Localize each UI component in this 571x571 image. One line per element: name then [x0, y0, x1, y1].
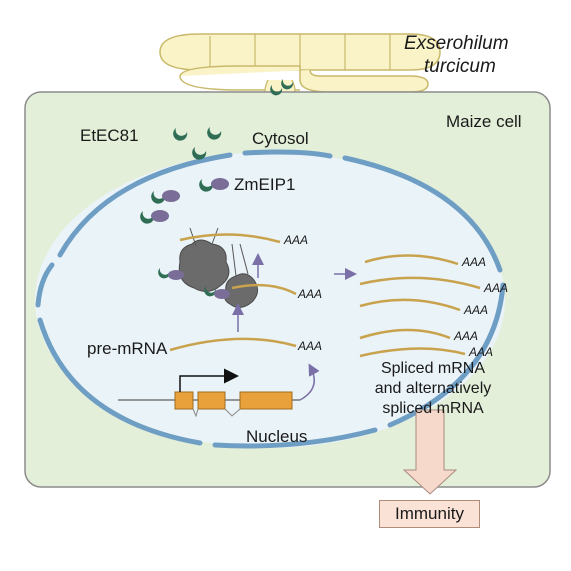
- pathogen-name-line2: turcicum: [424, 56, 496, 77]
- zmeip1-protein-icon: [162, 190, 180, 202]
- arrow: [299, 363, 320, 401]
- spliced-mrna-label-line3: spliced mRNA: [382, 400, 484, 417]
- effector-protein-icon: [199, 179, 214, 192]
- effector-protein-icon: [151, 191, 166, 204]
- mrna-strand: [179, 233, 281, 244]
- fungal-hypha: [159, 33, 441, 101]
- nucleus-label: Nucleus: [246, 427, 308, 446]
- gene-structure: [118, 368, 300, 418]
- pre-mrna-label: pre-mRNA: [87, 339, 168, 358]
- effector-protein-icon: [270, 85, 283, 96]
- poly-a-label: AAA: [464, 303, 489, 317]
- zmeip1-protein-icon: [151, 210, 169, 222]
- effector-protein-icon: [140, 211, 155, 224]
- immunity-label: Immunity: [379, 500, 480, 528]
- zmeip1-protein-icon: [214, 289, 230, 299]
- immunity-arrow: [402, 409, 458, 495]
- effector-label: EtEC81: [80, 126, 139, 145]
- mrna-strand: [359, 298, 461, 312]
- effector-protein-icon: [192, 147, 207, 160]
- exon: [174, 391, 194, 410]
- effector-protein-icon: [173, 128, 188, 141]
- poly-a-label: AAA: [298, 287, 323, 301]
- nuclear-envelope: [35, 149, 506, 449]
- poly-a-label: AAA: [484, 281, 509, 295]
- mrna-strand: [169, 337, 297, 352]
- effector-protein-icon: [204, 286, 217, 297]
- mrna-strand: [231, 283, 297, 296]
- transcription-start-arrow: [179, 368, 239, 392]
- effector-protein-group: [140, 79, 294, 224]
- zmeip1-protein-group: [151, 178, 229, 222]
- exon: [239, 391, 293, 410]
- pathogen-name-line1: Exserohilum: [404, 33, 509, 54]
- zmeip1-label: ZmEIP1: [234, 175, 296, 194]
- cytosol-label: Cytosol: [252, 129, 309, 148]
- poly-a-label: AAA: [454, 329, 479, 343]
- effector-protein-icon: [207, 127, 222, 140]
- process-arrows: [232, 253, 357, 401]
- poly-a-label: AAA: [469, 345, 494, 359]
- mrna-strand: [359, 347, 466, 358]
- spliceosome-group: [158, 227, 258, 308]
- poly-a-label: AAA: [298, 339, 323, 353]
- mrna-strand: [364, 254, 459, 266]
- nucleus: [35, 152, 505, 448]
- exon: [197, 391, 226, 410]
- effector-protein-icon: [281, 79, 294, 90]
- mrna-strands: [169, 233, 481, 358]
- zmeip1-protein-icon: [168, 270, 184, 280]
- effector-protein-icon: [158, 268, 171, 279]
- mrna-strand: [359, 328, 451, 340]
- mrna-strand: [359, 276, 481, 290]
- spliced-mrna-label-line2: and alternatively: [374, 380, 492, 397]
- spliceosome-icon: [178, 227, 258, 308]
- zmeip1-protein-icon: [211, 178, 229, 190]
- maize-cell-label: Maize cell: [446, 112, 522, 131]
- poly-a-label: AAA: [462, 255, 487, 269]
- spliced-mrna-label-line1: Spliced mRNA: [380, 360, 486, 377]
- poly-a-label: AAA: [284, 233, 309, 247]
